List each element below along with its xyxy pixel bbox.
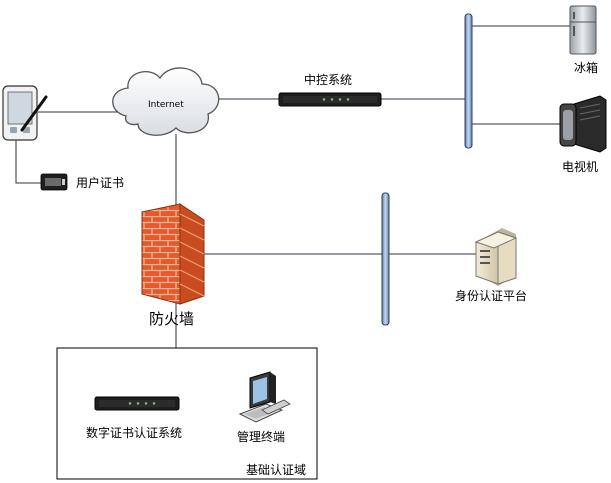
network-bus-middle (381, 192, 390, 326)
cert-system-device-icon (94, 396, 180, 411)
mgmt-terminal-label: 管理终端 (237, 430, 286, 444)
auth-platform-label: 身份认证平台 (455, 289, 528, 303)
tv-icon (559, 95, 607, 153)
domain-box-label: 基础认证域 (246, 463, 307, 477)
internet-cloud-icon (112, 67, 220, 136)
central-system-label: 中控系统 (304, 73, 353, 87)
fridge-icon (569, 5, 597, 55)
management-terminal-icon (238, 371, 291, 423)
cert-system-label: 数字证书认证系统 (86, 426, 183, 440)
basic-auth-domain-box (56, 347, 318, 480)
network-bus-top (464, 13, 473, 149)
pda-icon (2, 85, 48, 141)
usb-key-icon (40, 173, 68, 191)
tv-label: 电视机 (562, 160, 599, 174)
connection-lines (15, 25, 570, 348)
firewall-label: 防火墙 (149, 310, 195, 328)
fridge-label: 冰箱 (574, 61, 599, 75)
user-cert-label: 用户证书 (76, 176, 125, 190)
firewall-icon (141, 203, 205, 305)
line-pda-usercert (15, 140, 42, 184)
auth-server-icon (474, 228, 518, 286)
central-control-device-icon (278, 92, 382, 107)
internet-label: Internet (148, 100, 184, 110)
